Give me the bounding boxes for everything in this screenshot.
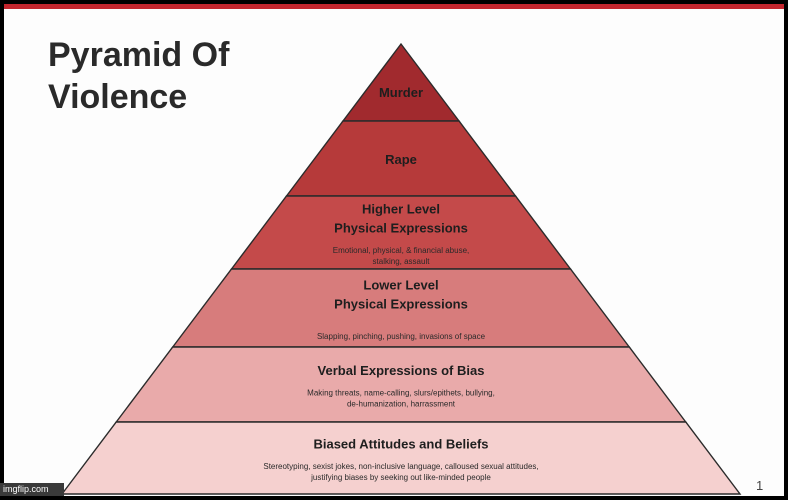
pyramid-level: Murder (341, 42, 461, 122)
pyramid-level-shape (341, 42, 461, 122)
level-description: Stereotyping, sexist jokes, non-inclusiv… (263, 462, 538, 471)
slide-title: Pyramid Of Violence (48, 36, 230, 116)
level-description: Slapping, pinching, pushing, invasions o… (317, 332, 486, 341)
accent-bar (4, 4, 784, 9)
level-title: Physical Expressions (334, 220, 468, 235)
watermark: imgflip.com (0, 483, 64, 496)
level-title: Physical Expressions (334, 296, 468, 311)
level-title: Biased Attitudes and Beliefs (313, 436, 488, 451)
level-title: Lower Level (363, 277, 438, 292)
pyramid-level-shape (114, 346, 688, 423)
level-title: Murder (379, 85, 423, 100)
pyramid-level-shape (60, 421, 742, 495)
level-title: Higher Level (362, 201, 440, 216)
pyramid-level: Rape (285, 120, 517, 197)
level-title: Verbal Expressions of Bias (318, 363, 485, 378)
page-number: 1 (756, 478, 764, 493)
level-description: Emotional, physical, & financial abuse, (333, 246, 470, 255)
level-description: stalking, assault (373, 257, 431, 266)
pyramid-level: Biased Attitudes and BeliefsStereotyping… (60, 421, 742, 495)
level-description: Making threats, name-calling, slurs/epit… (307, 389, 495, 398)
level-description: justifying biases by seeking out like-mi… (310, 473, 491, 482)
level-title: Rape (385, 152, 417, 167)
level-description: de-humanization, harrassment (347, 400, 456, 409)
